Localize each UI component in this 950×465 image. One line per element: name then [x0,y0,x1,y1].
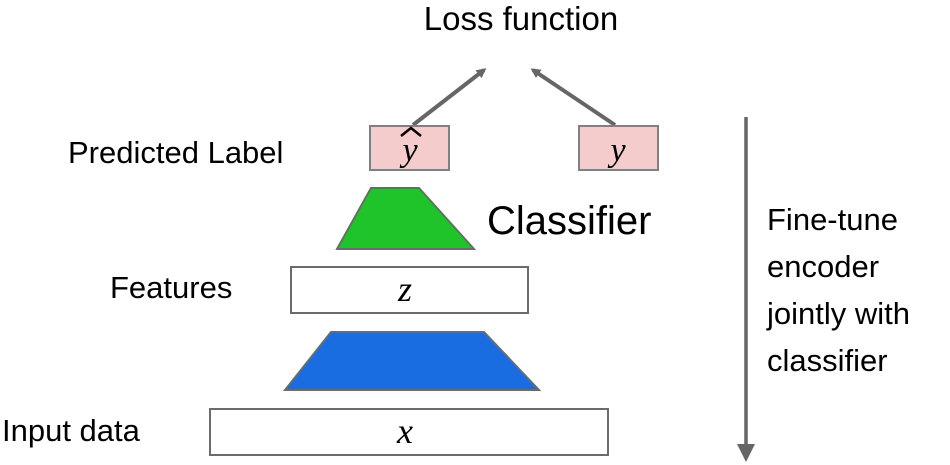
x-symbol: x [396,411,413,451]
side-note-line-4: classifier [767,343,888,378]
encoder-shape [282,331,542,391]
predicted-label-box [369,125,450,171]
loss-function-label: Loss function [424,0,618,37]
y-symbol: y [607,132,626,169]
predicted-label-text: Predicted Label [68,135,283,170]
y-hat-caret [400,126,422,137]
features-label: Features [110,270,232,305]
arrow-pred-to-loss [411,68,487,127]
arrow-true-to-loss [530,68,617,127]
classifier-label: Classifier [487,199,651,243]
input-box [209,408,609,456]
true-label-box [578,125,659,171]
y-hat-symbol: y [399,132,418,169]
input-data-label: Input data [2,413,141,448]
fine-tune-arrowhead [737,444,755,462]
z-symbol: z [397,269,412,309]
side-note-line-3: jointly with [766,296,910,331]
classifier-shape [335,187,477,250]
side-note-line-2: encoder [767,249,879,284]
side-note-line-1: Fine-tune [767,202,898,237]
features-box [290,266,529,314]
